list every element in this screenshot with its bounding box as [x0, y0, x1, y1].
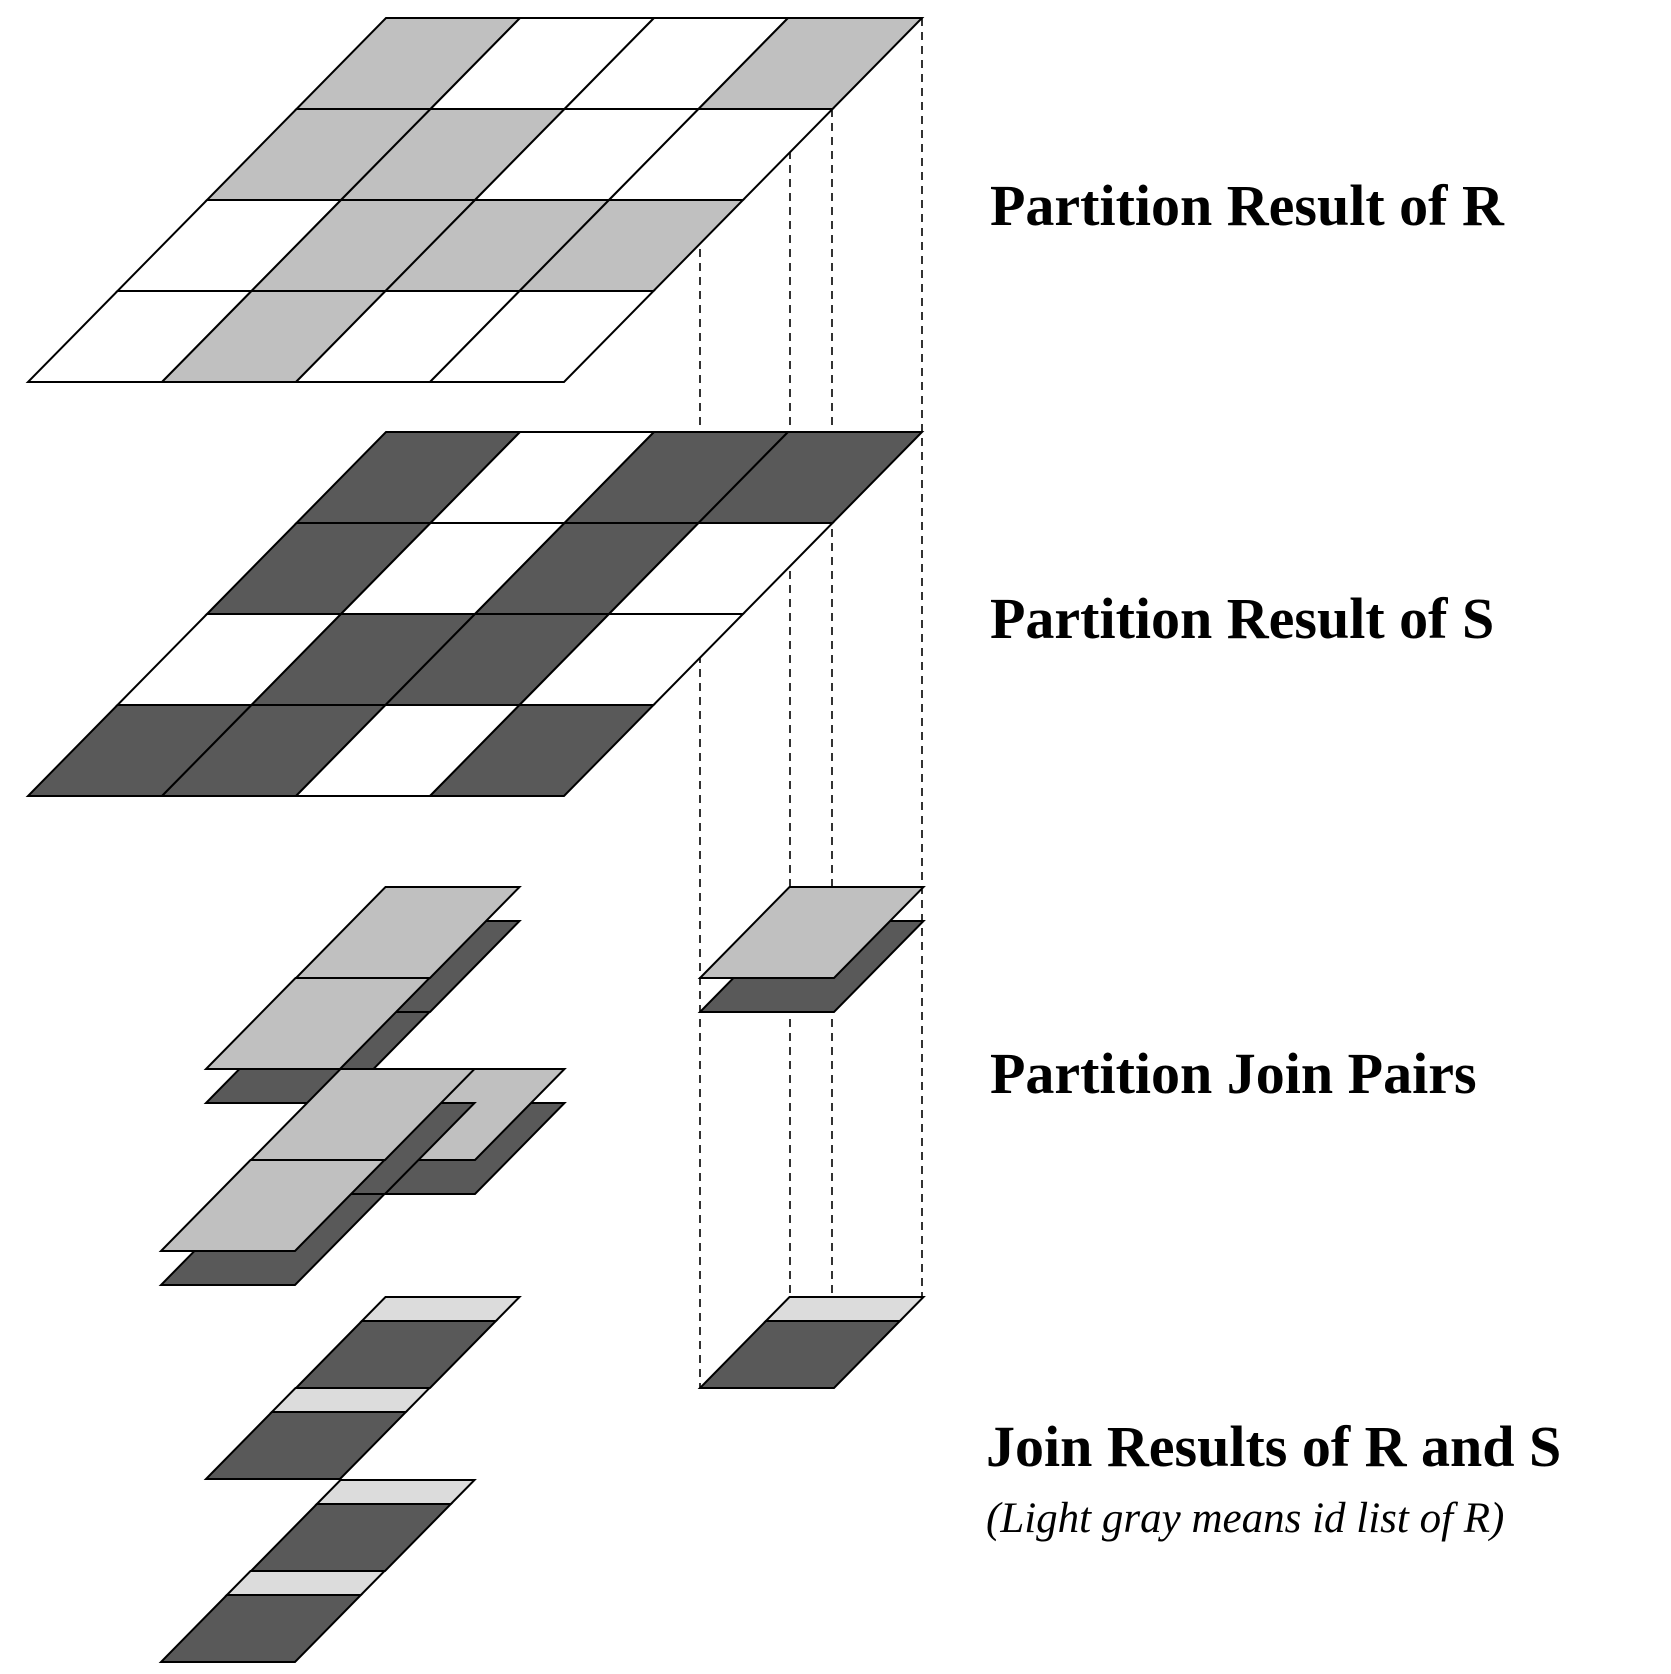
partition-join-pairs [158, 886, 926, 1286]
result-far-idlist [763, 1296, 926, 1322]
label-join-results: Join Results of R and S [986, 1414, 1561, 1479]
result-b-idlist [269, 1387, 432, 1413]
result-c-pairs [248, 1503, 454, 1572]
pair-e-r [158, 1159, 387, 1252]
label-join-results-note: (Light gray means id list of R) [986, 1495, 1504, 1542]
result-b-pairs [203, 1411, 409, 1480]
result-d-idlist [224, 1570, 387, 1596]
result-d-pairs [158, 1594, 364, 1663]
result-a-idlist [359, 1296, 522, 1322]
pair-b-r [203, 977, 432, 1070]
dashed-projection-lines [699, 18, 923, 1389]
partition-grid-s [25, 431, 925, 797]
grid-s-cell-r3c3 [427, 704, 656, 797]
label-partition-join-pairs: Partition Join Pairs [990, 1041, 1477, 1106]
grid-r-cell-r3c3 [427, 290, 656, 383]
pair-far-r [697, 886, 926, 979]
result-c-idlist [314, 1479, 477, 1505]
label-partition-result-s: Partition Result of S [990, 586, 1494, 651]
result-far-pairs [697, 1320, 903, 1389]
partition-grid-r [25, 17, 925, 383]
result-a-pairs [293, 1320, 499, 1389]
label-partition-result-r: Partition Result of R [990, 173, 1505, 238]
join-results [158, 1296, 926, 1663]
